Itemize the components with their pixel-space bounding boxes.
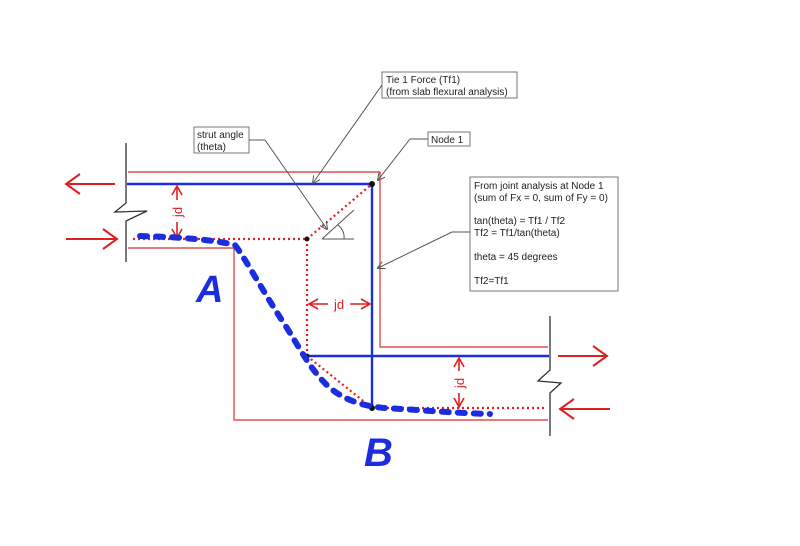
node-left-dot xyxy=(304,236,310,242)
callout-strut-line-1: strut angle xyxy=(197,130,244,141)
hand-label-b: B xyxy=(364,431,393,475)
hand-drawn-failure-line xyxy=(137,233,493,417)
callout-joint-analysis: From joint analysis at Node 1 (sum of Fx… xyxy=(378,176,619,292)
break-line-right xyxy=(536,316,563,436)
force-arrow-right-top xyxy=(558,345,609,367)
callout-node-label: Node 1 xyxy=(431,135,464,146)
callout-joint-line-4: tan(theta) = Tf1 / Tf2 xyxy=(474,216,566,227)
callout-tie-1-force: Tie 1 Force (Tf1) (from slab flexural an… xyxy=(313,71,518,183)
jd-dimension-middle: jd xyxy=(307,297,372,312)
callout-strut-angle: strut angle (theta) xyxy=(193,126,327,229)
force-arrow-left-top xyxy=(64,173,115,195)
angle-symbol xyxy=(321,209,355,240)
hand-label-a: A xyxy=(195,269,223,311)
jd-label-middle: jd xyxy=(333,297,344,312)
callout-joint-line-9: Tf2=Tf1 xyxy=(474,276,509,287)
callout-tie1-line-1: Tie 1 Force (Tf1) xyxy=(386,75,460,86)
jd-dimension-left: jd xyxy=(170,184,185,240)
force-arrow-right-bottom xyxy=(558,398,610,420)
strut-tie-model xyxy=(133,183,545,410)
callout-tie1-line-2: (from slab flexural analysis) xyxy=(386,87,508,98)
callout-node-1: Node 1 xyxy=(378,131,471,180)
break-line-left xyxy=(113,143,148,262)
callout-joint-line-7: theta = 45 degrees xyxy=(474,252,558,263)
jd-label-left: jd xyxy=(170,207,185,218)
jd-dimension-right: jd xyxy=(452,356,467,409)
jd-label-right: jd xyxy=(452,378,467,389)
force-arrow-left-bottom xyxy=(66,228,119,250)
node-1-dot xyxy=(369,181,375,187)
callout-strut-line-2: (theta) xyxy=(197,142,226,153)
reinforcement-bars xyxy=(127,182,549,408)
callout-joint-line-2: (sum of Fx = 0, sum of Fy = 0) xyxy=(474,193,608,204)
concrete-outline xyxy=(128,171,548,421)
callout-joint-line-1: From joint analysis at Node 1 xyxy=(474,181,604,192)
callout-joint-line-5: Tf2 = Tf1/tan(theta) xyxy=(474,228,560,239)
